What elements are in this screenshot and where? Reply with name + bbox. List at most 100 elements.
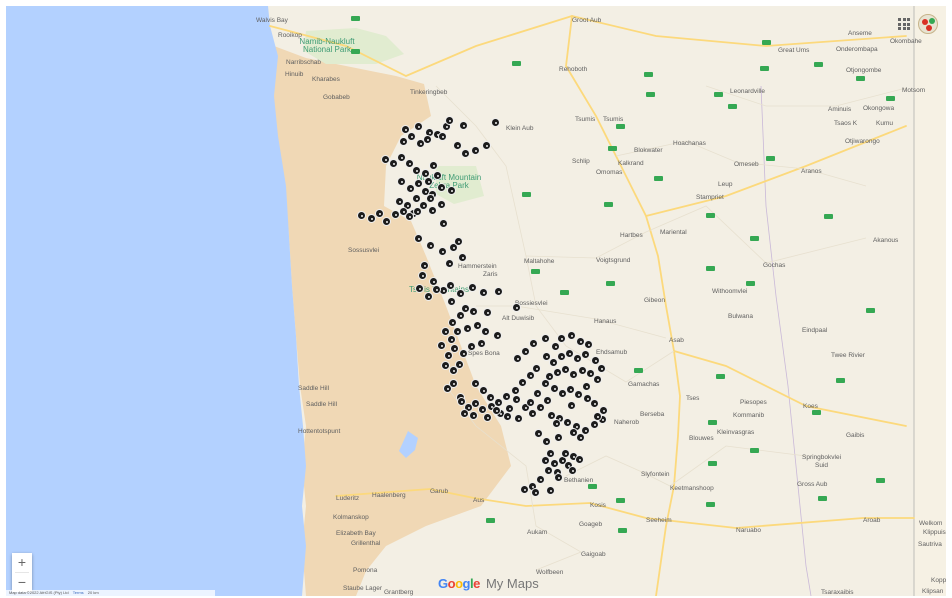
location-marker[interactable] bbox=[486, 393, 495, 402]
location-marker[interactable] bbox=[567, 331, 576, 340]
location-marker[interactable] bbox=[405, 159, 414, 168]
location-marker[interactable] bbox=[574, 390, 583, 399]
location-marker[interactable] bbox=[426, 194, 435, 203]
location-marker[interactable] bbox=[581, 350, 590, 359]
location-marker[interactable] bbox=[494, 287, 503, 296]
location-marker[interactable] bbox=[569, 428, 578, 437]
location-marker[interactable] bbox=[590, 399, 599, 408]
location-marker[interactable] bbox=[521, 347, 530, 356]
location-marker[interactable] bbox=[471, 146, 480, 155]
location-marker[interactable] bbox=[567, 401, 576, 410]
location-marker[interactable] bbox=[437, 341, 446, 350]
location-marker[interactable] bbox=[467, 342, 476, 351]
location-marker[interactable] bbox=[541, 334, 550, 343]
location-marker[interactable] bbox=[513, 354, 522, 363]
location-marker[interactable] bbox=[412, 194, 421, 203]
location-marker[interactable] bbox=[482, 141, 491, 150]
location-marker[interactable] bbox=[456, 289, 465, 298]
location-marker[interactable] bbox=[586, 369, 595, 378]
location-marker[interactable] bbox=[531, 488, 540, 497]
location-marker[interactable] bbox=[554, 433, 563, 442]
location-marker[interactable] bbox=[399, 207, 408, 216]
location-marker[interactable] bbox=[599, 406, 608, 415]
location-marker[interactable] bbox=[405, 212, 414, 221]
location-marker[interactable] bbox=[459, 121, 468, 130]
location-marker[interactable] bbox=[469, 307, 478, 316]
location-marker[interactable] bbox=[511, 386, 520, 395]
location-marker[interactable] bbox=[447, 297, 456, 306]
location-marker[interactable] bbox=[456, 311, 465, 320]
location-marker[interactable] bbox=[532, 364, 541, 373]
location-marker[interactable] bbox=[447, 186, 456, 195]
location-marker[interactable] bbox=[491, 118, 500, 127]
location-marker[interactable] bbox=[432, 285, 441, 294]
location-marker[interactable] bbox=[458, 253, 467, 262]
location-marker[interactable] bbox=[582, 382, 591, 391]
location-marker[interactable] bbox=[558, 389, 567, 398]
location-marker[interactable] bbox=[478, 405, 487, 414]
location-marker[interactable] bbox=[414, 179, 423, 188]
location-marker[interactable] bbox=[426, 241, 435, 250]
location-marker[interactable] bbox=[554, 473, 563, 482]
location-marker[interactable] bbox=[382, 217, 391, 226]
location-marker[interactable] bbox=[549, 358, 558, 367]
location-marker[interactable] bbox=[551, 342, 560, 351]
location-marker[interactable] bbox=[457, 397, 466, 406]
location-marker[interactable] bbox=[445, 116, 454, 125]
location-marker[interactable] bbox=[437, 183, 446, 192]
location-marker[interactable] bbox=[419, 201, 428, 210]
location-marker[interactable] bbox=[468, 283, 477, 292]
location-marker[interactable] bbox=[583, 394, 592, 403]
location-marker[interactable] bbox=[512, 395, 521, 404]
location-marker[interactable] bbox=[477, 339, 486, 348]
location-marker[interactable] bbox=[526, 398, 535, 407]
location-marker[interactable] bbox=[541, 379, 550, 388]
location-marker[interactable] bbox=[423, 135, 432, 144]
location-marker[interactable] bbox=[546, 486, 555, 495]
location-marker[interactable] bbox=[493, 331, 502, 340]
location-marker[interactable] bbox=[414, 122, 423, 131]
location-marker[interactable] bbox=[461, 149, 470, 158]
location-marker[interactable] bbox=[565, 349, 574, 358]
location-marker[interactable] bbox=[552, 419, 561, 428]
location-marker[interactable] bbox=[413, 207, 422, 216]
location-marker[interactable] bbox=[415, 284, 424, 293]
location-marker[interactable] bbox=[550, 384, 559, 393]
location-marker[interactable] bbox=[593, 375, 602, 384]
location-marker[interactable] bbox=[441, 361, 450, 370]
location-marker[interactable] bbox=[471, 379, 480, 388]
location-marker[interactable] bbox=[573, 354, 582, 363]
location-marker[interactable] bbox=[597, 364, 606, 373]
location-marker[interactable] bbox=[437, 200, 446, 209]
location-marker[interactable] bbox=[584, 340, 593, 349]
location-marker[interactable] bbox=[542, 352, 551, 361]
location-marker[interactable] bbox=[418, 271, 427, 280]
location-marker[interactable] bbox=[492, 406, 501, 415]
location-marker[interactable] bbox=[483, 413, 492, 422]
location-marker[interactable] bbox=[429, 161, 438, 170]
location-marker[interactable] bbox=[357, 211, 366, 220]
location-marker[interactable] bbox=[397, 153, 406, 162]
location-marker[interactable] bbox=[438, 247, 447, 256]
location-marker[interactable] bbox=[412, 166, 421, 175]
location-marker[interactable] bbox=[453, 141, 462, 150]
location-marker[interactable] bbox=[568, 466, 577, 475]
location-marker[interactable] bbox=[450, 344, 459, 353]
location-marker[interactable] bbox=[454, 237, 463, 246]
location-marker[interactable] bbox=[399, 137, 408, 146]
location-marker[interactable] bbox=[581, 426, 590, 435]
location-marker[interactable] bbox=[561, 365, 570, 374]
location-marker[interactable] bbox=[453, 327, 462, 336]
location-marker[interactable] bbox=[420, 261, 429, 270]
location-marker[interactable] bbox=[529, 339, 538, 348]
zoom-out-button[interactable]: − bbox=[12, 573, 32, 592]
location-marker[interactable] bbox=[406, 184, 415, 193]
location-marker[interactable] bbox=[473, 321, 482, 330]
location-marker[interactable] bbox=[449, 379, 458, 388]
location-marker[interactable] bbox=[563, 418, 572, 427]
location-marker[interactable] bbox=[463, 324, 472, 333]
location-marker[interactable] bbox=[543, 396, 552, 405]
location-marker[interactable] bbox=[407, 132, 416, 141]
location-marker[interactable] bbox=[448, 318, 457, 327]
